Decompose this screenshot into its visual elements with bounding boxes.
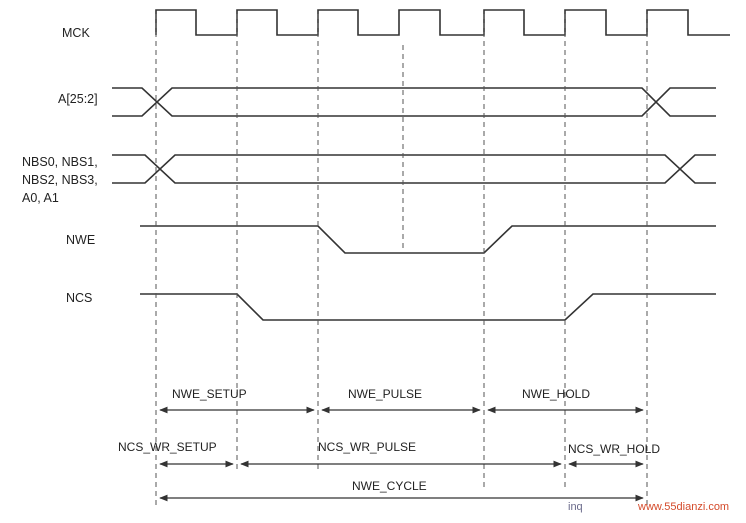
address-bus-waveform — [112, 87, 716, 117]
ncs-wr-hold-label: NCS_WR_HOLD — [568, 442, 660, 456]
nbs-label-line3: A0, A1 — [22, 191, 59, 205]
nwe-setup-label: NWE_SETUP — [172, 387, 247, 401]
nwe-waveform — [140, 225, 716, 254]
ncs-label: NCS — [66, 291, 92, 305]
nwe-pulse-label: NWE_PULSE — [348, 387, 422, 401]
ncs-wr-setup-label: NCS_WR_SETUP — [118, 440, 217, 454]
nwe-label: NWE — [66, 233, 95, 247]
nbs-label-line2: NBS2, NBS3, — [22, 173, 98, 187]
mck-label: MCK — [62, 26, 90, 40]
nbs-bus-waveform — [112, 154, 716, 184]
ncs-wr-pulse-label: NCS_WR_PULSE — [318, 440, 416, 454]
watermark-left: inq — [568, 501, 583, 513]
mck-waveform — [155, 9, 730, 36]
ncs-waveform — [140, 293, 716, 321]
watermark-site: www.55dianzi.com — [637, 501, 729, 513]
nwe-hold-label: NWE_HOLD — [522, 387, 590, 401]
nbs-label-line1: NBS0, NBS1, — [22, 155, 98, 169]
address-label: A[25:2] — [58, 92, 98, 106]
nwe-cycle-label: NWE_CYCLE — [352, 479, 427, 493]
